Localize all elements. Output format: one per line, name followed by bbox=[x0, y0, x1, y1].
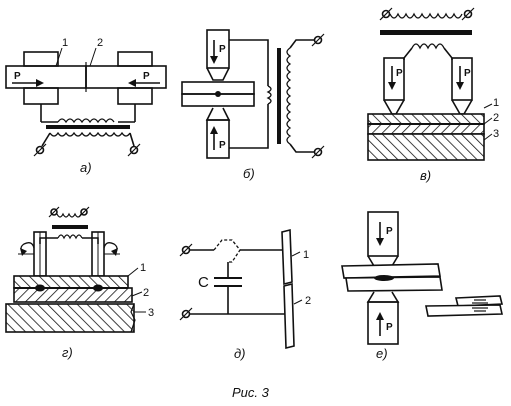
arrow-down-icon bbox=[456, 82, 464, 90]
workpiece-bottom bbox=[345, 276, 443, 292]
transformer-core bbox=[52, 225, 88, 229]
panel-label-e: е) bbox=[376, 346, 388, 361]
welded-sample-bottom bbox=[425, 304, 503, 317]
arrow-right-icon bbox=[36, 79, 44, 87]
panel-label-v: в) bbox=[420, 168, 431, 183]
force-label: P bbox=[386, 322, 393, 333]
rotate-icon bbox=[20, 248, 27, 256]
layer-3 bbox=[367, 133, 485, 161]
panel-label-g: г) bbox=[62, 345, 73, 360]
panel-e bbox=[341, 211, 504, 345]
force-label: P bbox=[386, 226, 393, 237]
force-label: P bbox=[396, 68, 403, 79]
part-label-2: 2 bbox=[305, 295, 311, 307]
part-label-2: 2 bbox=[143, 287, 149, 299]
rod-1 bbox=[281, 228, 293, 286]
part-label-1: 1 bbox=[303, 249, 309, 261]
part-label-3: 3 bbox=[493, 128, 499, 140]
capacitor-label: C bbox=[198, 274, 209, 291]
panel-label-d: д) bbox=[234, 346, 246, 361]
layer-1 bbox=[367, 113, 485, 125]
clamp-bottom-right bbox=[117, 87, 153, 105]
workpiece-top bbox=[341, 263, 441, 279]
electrode-upper bbox=[206, 29, 230, 69]
arrow-left-icon bbox=[128, 79, 136, 87]
panel-d bbox=[179, 228, 303, 350]
panel-a bbox=[5, 47, 167, 157]
transformer-core bbox=[46, 125, 130, 129]
electrode-left bbox=[383, 57, 405, 101]
layer-2 bbox=[367, 123, 485, 135]
arrow-up-icon bbox=[210, 126, 218, 134]
part-label-1: 1 bbox=[62, 37, 68, 49]
force-label: P bbox=[219, 44, 226, 55]
arrow-up-icon bbox=[376, 312, 384, 320]
force-label: P bbox=[464, 68, 471, 79]
welded-sample-top bbox=[454, 295, 504, 307]
panel-label-a: а) bbox=[80, 160, 92, 175]
panel-label-b: б) bbox=[243, 166, 255, 181]
electrode-right bbox=[451, 57, 473, 101]
electrode-upper bbox=[367, 211, 399, 257]
part-label-2: 2 bbox=[97, 37, 103, 49]
part-label-3: 3 bbox=[148, 307, 154, 319]
clamp-top-right bbox=[117, 51, 153, 67]
workpiece-right bbox=[85, 65, 167, 89]
electrode-lower bbox=[367, 301, 399, 345]
arrow-down-icon bbox=[210, 56, 218, 64]
panel-g bbox=[5, 206, 146, 333]
electrode-lower bbox=[206, 119, 230, 159]
transformer-core bbox=[380, 30, 472, 35]
layer-2 bbox=[13, 287, 133, 303]
transformer-core bbox=[277, 48, 281, 144]
rod-2 bbox=[283, 282, 295, 350]
panel-b bbox=[181, 29, 325, 159]
clamp-top-left bbox=[23, 51, 59, 67]
part-label-1: 1 bbox=[493, 97, 499, 109]
force-label: P bbox=[14, 71, 21, 82]
part-label-1: 1 bbox=[140, 262, 146, 274]
part-label-2: 2 bbox=[493, 112, 499, 124]
panel-v bbox=[367, 7, 493, 161]
clamp-bottom-left bbox=[23, 87, 59, 105]
layer-3 bbox=[5, 303, 135, 333]
arrow-down-icon bbox=[376, 238, 384, 246]
figure-caption: Рис. 3 bbox=[232, 385, 270, 400]
rotate-icon bbox=[111, 248, 118, 256]
force-label: P bbox=[219, 140, 226, 151]
force-label: P bbox=[143, 71, 150, 82]
arrow-down-icon bbox=[388, 82, 396, 90]
layer-1 bbox=[13, 275, 129, 289]
